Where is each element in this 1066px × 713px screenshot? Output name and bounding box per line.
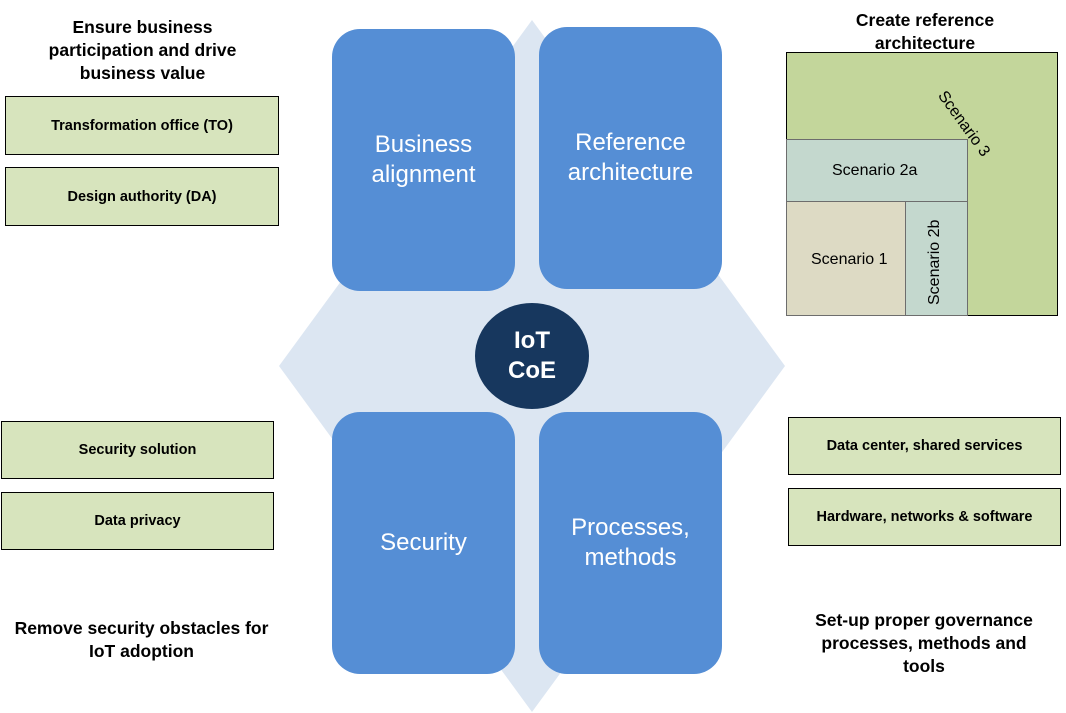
scenario-2b-label: Scenario 2b — [926, 219, 943, 305]
design-authority-box: Design authority (DA) — [5, 167, 279, 226]
quadrant-processes-methods: Processes, methods — [539, 412, 722, 674]
scenario-1-label: Scenario 1 — [811, 251, 888, 268]
security-solution-label: Security solution — [78, 442, 197, 458]
data-center-box: Data center, shared services — [788, 417, 1061, 475]
quadrant-business-alignment-label: Business alignment — [371, 131, 476, 188]
transformation-office-label: Transformation office (TO) — [51, 117, 233, 134]
top-right-heading: Create reference architecture — [855, 10, 995, 53]
center-hub-label: IoT CoE — [508, 327, 556, 384]
data-privacy-label: Data privacy — [94, 513, 181, 529]
quadrant-reference-architecture-label: Reference architecture — [567, 129, 694, 186]
scenario-1-area — [786, 201, 906, 316]
quadrant-reference-architecture: Reference architecture — [539, 27, 722, 289]
quadrant-business-alignment: Business alignment — [332, 29, 515, 291]
scenario-2a-area — [786, 139, 968, 202]
transformation-office-box: Transformation office (TO) — [5, 96, 279, 155]
quadrant-security: Security — [332, 412, 515, 674]
data-privacy-box: Data privacy — [1, 492, 274, 550]
quadrant-processes-methods-label: Processes, methods — [571, 514, 690, 571]
center-hub: IoT CoE — [475, 303, 589, 409]
bottom-right-heading: Set-up proper governance processes, meth… — [815, 610, 1033, 676]
scenario-2a-label: Scenario 2a — [832, 162, 918, 179]
quadrant-security-label: Security — [380, 529, 467, 556]
security-solution-box: Security solution — [1, 421, 274, 479]
top-left-heading: Ensure business participation and drive … — [48, 17, 237, 83]
design-authority-label: Design authority (DA) — [67, 188, 217, 205]
hardware-networks-label: Hardware, networks & software — [816, 509, 1033, 525]
scenario-2b-area — [905, 201, 968, 316]
data-center-label: Data center, shared services — [826, 438, 1023, 454]
bottom-left-heading: Remove security obstacles for IoT adopti… — [14, 618, 269, 661]
hardware-networks-box: Hardware, networks & software — [788, 488, 1061, 546]
